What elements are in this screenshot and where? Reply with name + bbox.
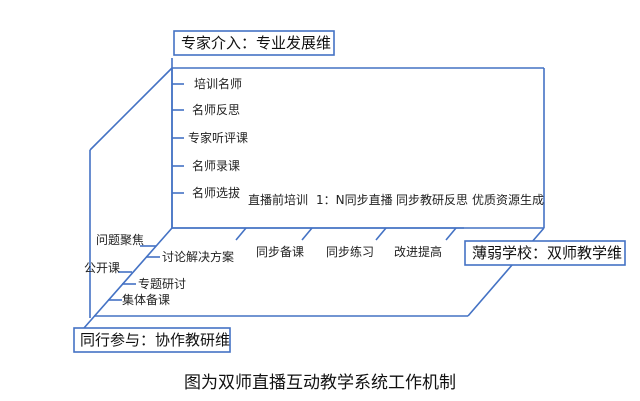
vertical-title-box	[173, 30, 335, 56]
front-item: 讨论解决方案	[162, 249, 234, 264]
front-title-box	[73, 327, 231, 353]
front-item: 公开课	[84, 261, 120, 275]
vertical-axis-title: 专家介入：专业发展维	[181, 34, 331, 52]
front-item: 专题研讨	[138, 276, 186, 291]
tick-r	[235, 227, 247, 241]
tick-r	[301, 227, 313, 241]
vertical-item: 名师录课	[192, 158, 240, 173]
front-axis	[83, 227, 173, 329]
right-top-item: 直播前培训	[248, 192, 308, 207]
right-bottom-item: 同步练习	[326, 244, 374, 259]
vertical-item: 培训名师	[194, 76, 242, 91]
right-title-box	[464, 240, 626, 266]
right-top-item: 1：N同步直播	[316, 193, 393, 207]
front-axis-title: 同行参与：协作教研维	[80, 331, 230, 349]
vertical-item: 名师选拔	[192, 185, 240, 200]
right-bottom-item: 同步备课	[256, 245, 304, 259]
vertical-item: 专家听评课	[188, 130, 248, 145]
vertical-item: 名师反思	[192, 102, 240, 117]
front-item: 集体备课	[122, 292, 170, 307]
left-plane-top	[89, 67, 173, 151]
right-axis-title: 薄弱学校：双师教学维	[472, 244, 622, 262]
right-bottom-item: 改进提高	[394, 244, 442, 259]
right-top-item: 同步教研反思	[396, 192, 468, 207]
right-top-item: 优质资源生成	[472, 193, 544, 207]
figure-caption: 图为双师直播互动教学系统工作机制	[184, 373, 456, 393]
tick-r	[445, 227, 457, 241]
front-item: 问题聚焦	[96, 233, 144, 247]
tick-r	[375, 227, 387, 241]
